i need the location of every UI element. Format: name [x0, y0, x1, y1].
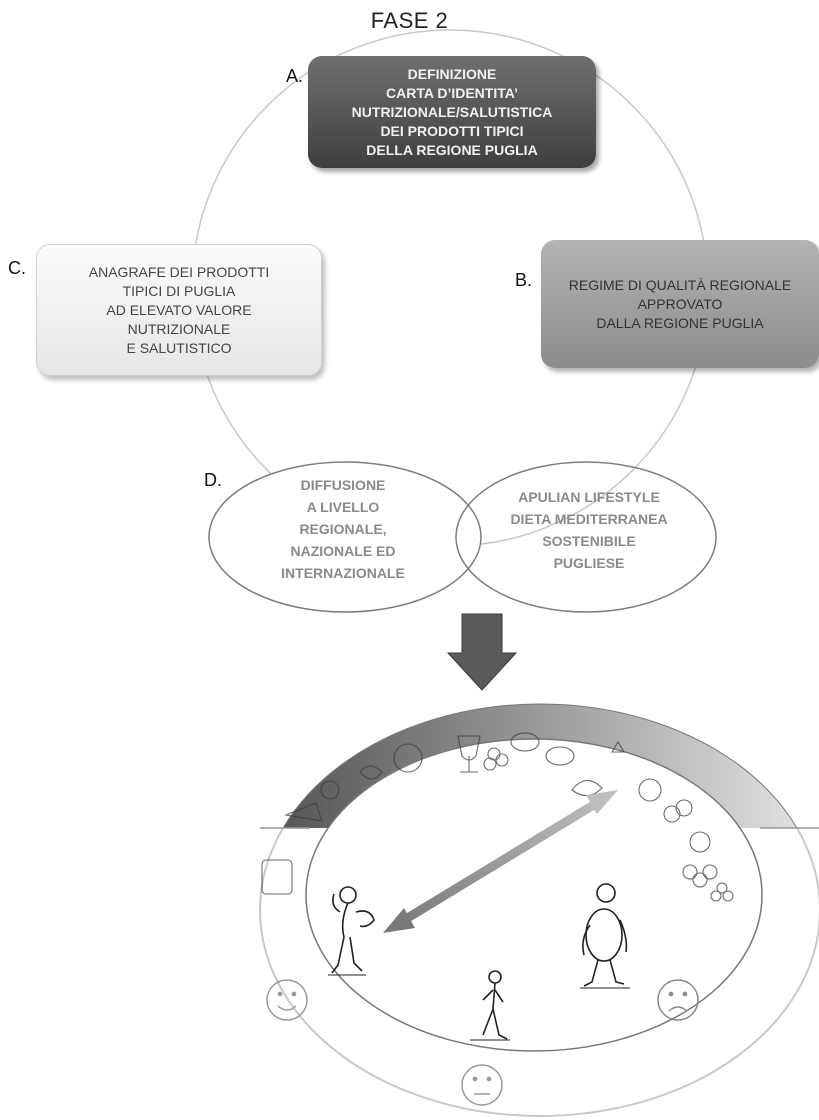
step-c-letter: C.	[8, 258, 26, 278]
step-c-line: ANAGRAFE DEI PRODOTTI	[88, 263, 270, 280]
lifestyle-line: PUGLIESE	[553, 555, 625, 571]
overweight-man-figure	[580, 883, 630, 989]
step-a-line: DEFINIZIONE	[407, 65, 497, 82]
arrow-head-right	[586, 790, 618, 814]
diffusion-line: REGIONALE,	[299, 521, 387, 537]
ellipse-lifestyle	[455, 461, 717, 613]
diffusion-line: NAZIONALE ED	[290, 543, 396, 559]
lifestyle-line: APULIAN LIFESTYLE	[518, 489, 660, 505]
step-b-box: REGIME DI QUALITÀ REGIONALE APPROVATO DA…	[541, 240, 819, 368]
walking-man-figure	[470, 970, 510, 1041]
step-c-line: E SALUTISTICO	[126, 339, 232, 356]
neutral-face-icon	[461, 1064, 503, 1106]
step-a-line: DEI PRODOTTI TIPICI	[380, 122, 524, 139]
arrow-head-left	[383, 908, 415, 933]
step-a-line: NUTRIZIONALE/SALUTISTICA	[351, 103, 553, 120]
step-b-line: APPROVATO	[637, 295, 723, 312]
step-c-box: ANAGRAFE DEI PRODOTTI TIPICI DI PUGLIA A…	[36, 244, 322, 376]
lifestyle-line: SOSTENIBILE	[542, 533, 636, 549]
inner-field	[305, 738, 763, 1052]
diffusion-line: DIFFUSIONE	[300, 477, 386, 493]
lifestyle-text: APULIAN LIFESTYLE DIETA MEDITERRANEA SOS…	[486, 486, 692, 574]
frowning-face-icon	[657, 979, 699, 1021]
ellipse-diffusion	[208, 461, 482, 613]
fit-man-figure	[328, 886, 375, 976]
diffusion-line: A LIVELLO	[306, 499, 380, 515]
page-title: FASE 2	[370, 8, 449, 33]
lifestyle-line: DIETA MEDITERRANEA	[510, 511, 668, 527]
food-sketches	[261, 732, 734, 902]
step-a-box: DEFINIZIONE CARTA D’IDENTITA’ NUTRIZIONA…	[308, 56, 596, 168]
step-b-letter: B.	[515, 270, 533, 290]
smiling-face-icon	[266, 979, 308, 1021]
step-a-letter: A.	[286, 66, 304, 86]
diffusion-text: DIFFUSIONE A LIVELLO REGIONALE, NAZIONAL…	[240, 474, 446, 584]
step-a-line: CARTA D’IDENTITA’	[386, 84, 518, 101]
step-d-letter: D.	[204, 470, 222, 490]
down-arrow	[446, 613, 518, 691]
step-c-line: NUTRIZIONALE	[127, 320, 231, 337]
step-b-line: DALLA REGIONE PUGLIA	[596, 314, 764, 331]
step-c-line: AD ELEVATO VALORE	[106, 301, 252, 318]
diffusion-line: INTERNAZIONALE	[281, 565, 405, 581]
step-b-line: REGIME DI QUALITÀ REGIONALE	[568, 276, 792, 293]
step-c-line: TIPICI DI PUGLIA	[122, 282, 236, 299]
step-a-line: DELLA REGIONE PUGLIA	[366, 141, 538, 158]
